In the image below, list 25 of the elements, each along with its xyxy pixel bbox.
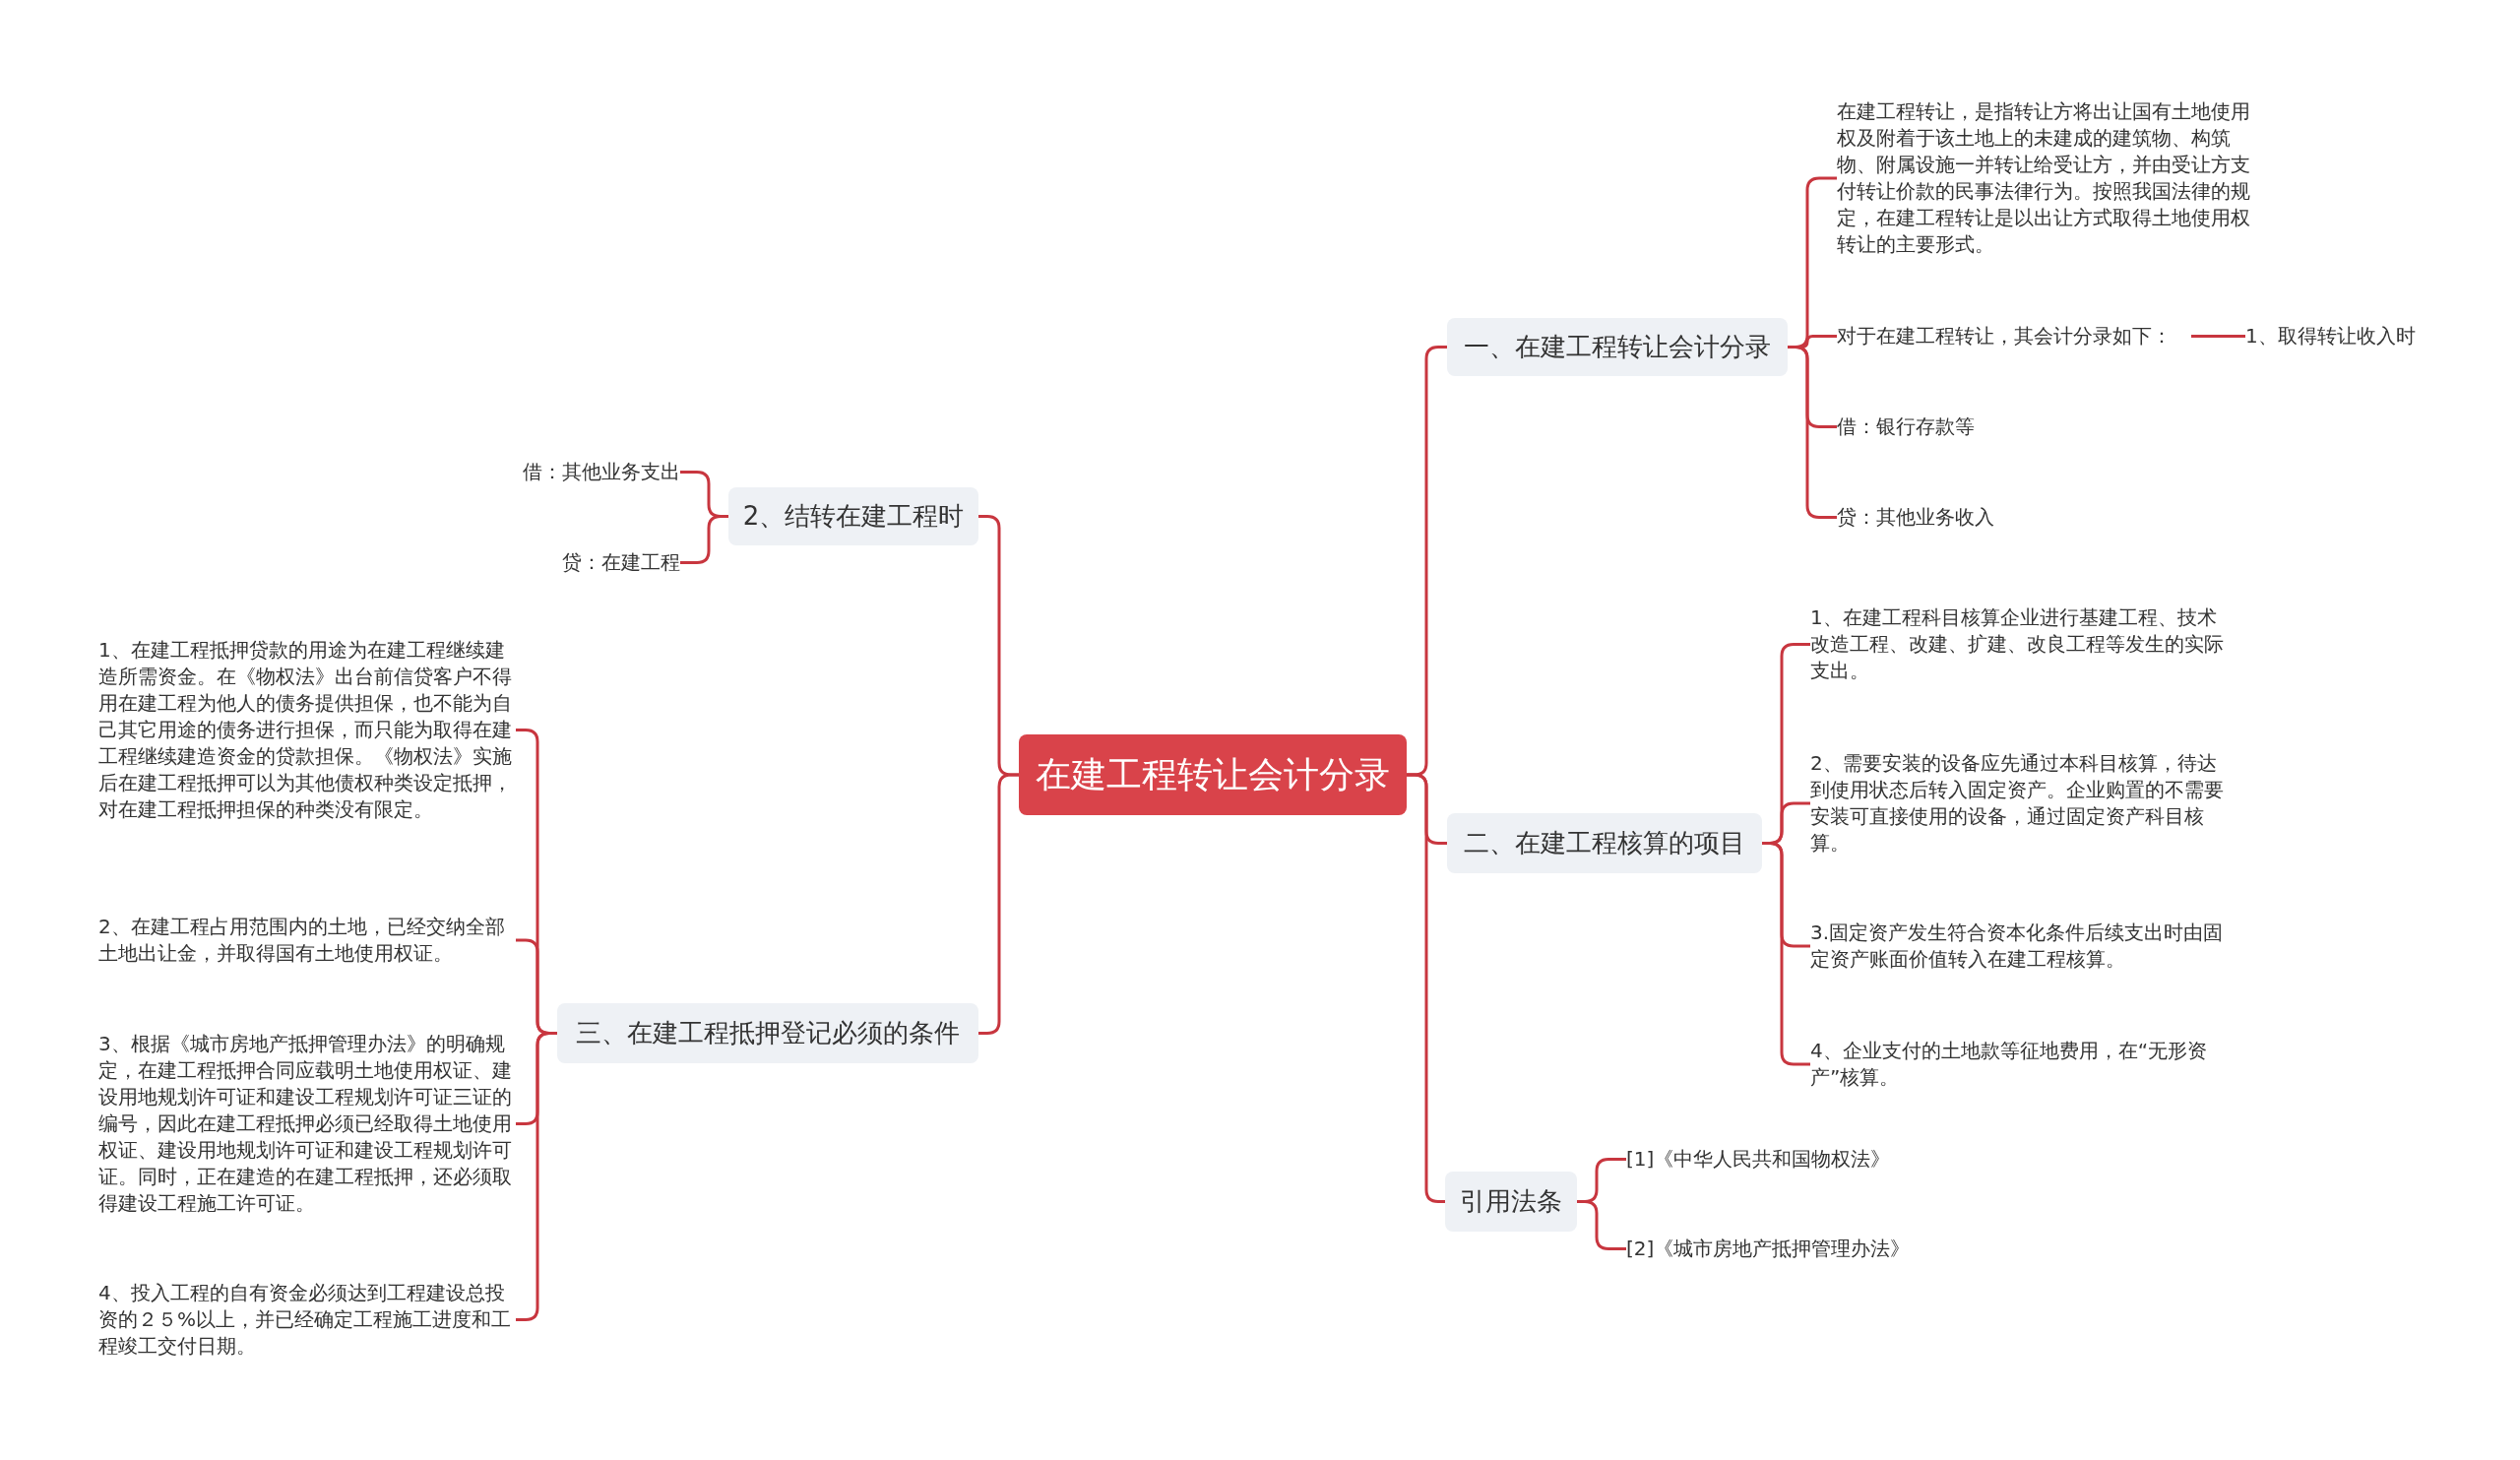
- subtopic-text: 4、企业支付的土地款等征地费用，在“无形资产”核算。: [1810, 1038, 2234, 1091]
- subtopic-text: 3、根据《城市房地产抵押管理办法》的明确规定，在建工程抵押合同应载明土地使用权证、建设用地规划许可证和建设工程规划许可证三证的编号，因此在建工程抵押必须已经取得土地使用权证、建设用地规划许可证和建设工程规划许可证。同时，正在建造的在建工程抵押，还必须取得建设工程施工许可证。: [98, 1031, 516, 1217]
- topic-box: 三、在建工程抵押登记必须的条件: [557, 1003, 978, 1063]
- subtopic-text: 2、在建工程占用范围内的土地，已经交纳全部土地出让金，并取得国有土地使用权证。: [98, 914, 516, 967]
- subtopic-text: 4、投入工程的自有资金必须达到工程建设总投资的２５%以上，并已经确定工程施工进度和工程竣工交付日期。: [98, 1280, 516, 1360]
- connector-line: [2191, 335, 2245, 338]
- subtopic-text: [2]《城市房地产抵押管理办法》: [1626, 1236, 1961, 1262]
- central-topic-box: 在建工程转让会计分录: [1019, 734, 1407, 815]
- topic-box: 2、结转在建工程时: [728, 487, 978, 545]
- subtopic-text: 借：银行存款等: [1837, 413, 2034, 440]
- topic-box: 引用法条: [1445, 1172, 1577, 1232]
- subtopic-text: 3.固定资产发生符合资本化条件后续支出时由固定资产账面价值转入在建工程核算。: [1810, 920, 2234, 973]
- connector-line: [978, 773, 1019, 1035]
- subtopic-text: 贷：在建工程: [464, 549, 680, 576]
- subtopic-text: 借：其他业务支出: [464, 459, 680, 485]
- topic-box: 一、在建工程转让会计分录: [1447, 318, 1788, 376]
- subtopic-text: [1]《中华人民共和国物权法》: [1626, 1146, 1941, 1173]
- subtopic-text: 贷：其他业务收入: [1837, 504, 2053, 531]
- subtopic-text: 1、在建工程抵押贷款的用途为在建工程继续建造所需资金。在《物权法》出台前信贷客户不得用在建工程为他人的债务提供担保，也不能为自己其它用途的债务进行担保，而只能为取得在建工程继续建造资金的贷款担保。《物权法》实施后在建工程抵押可以为其他债权种类设定抵押，对在建工程抵押担保的种类没有限定。: [98, 637, 516, 823]
- subtopic-text: 1、取得转让收入时: [2245, 323, 2442, 349]
- subtopic-text: 2、需要安装的设备应先通过本科目核算，待达到使用状态后转入固定资产。企业购置的不需要安装可直接使用的设备，通过固定资产科目核算。: [1810, 750, 2234, 857]
- subtopic-text: 在建工程转让，是指转让方将出让国有土地使用权及附着于该土地上的未建成的建筑物、构筑物、附属设施一并转让给受让方，并由受让方支付转让价款的民事法律行为。按照我国法律的规定，在建工程转让是以出让方式取得土地使用权转让的主要形式。: [1837, 98, 2260, 258]
- subtopic-text: 对于在建工程转让，其会计分录如下：: [1837, 323, 2191, 349]
- subtopic-text: 1、在建工程科目核算企业进行基建工程、技术改造工程、改建、扩建、改良工程等发生的实际支出。: [1810, 604, 2234, 684]
- topic-box: 二、在建工程核算的项目: [1447, 813, 1762, 873]
